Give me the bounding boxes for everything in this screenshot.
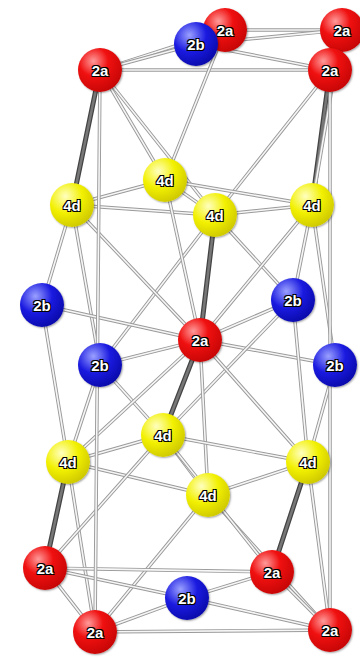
atom-sphere: 2b [271,278,315,322]
site-label: 2a [322,62,339,79]
site-label: 4d [199,487,217,504]
atom-sphere: 2b [174,22,218,66]
atom-sphere: 2a [73,610,117,654]
bond-line [311,484,327,608]
site-label: 4d [303,197,321,214]
site-label: 4d [59,454,77,471]
bond-line [288,588,315,615]
bond-line [208,603,308,625]
bond-line [75,386,93,441]
bond-line [67,573,166,594]
atom-sphere: 4d [50,183,94,227]
atom-sphere: 4d [46,440,90,484]
bond-line [114,87,202,198]
bond-line [116,606,167,625]
bond-line [93,186,144,200]
atom-sphere: 2a [178,318,222,362]
bond-line [237,207,290,212]
atom-sphere: 2a [23,546,67,590]
site-label: 2b [33,297,51,314]
bond-line [111,89,154,161]
site-label: 4d [299,454,317,471]
atom-sphere: 2b [20,283,64,327]
bond-line [203,237,213,318]
atom-sphere: 4d [186,473,230,517]
bond-line [178,316,277,419]
bond-line [171,361,192,415]
bond-line [201,362,207,473]
bond-line [183,193,197,203]
bond-line [48,226,65,284]
atom-sphere: 2a [250,550,294,594]
bond-line [89,467,186,490]
bond-line [76,227,96,344]
site-label: 2a [92,62,109,79]
site-label: 2a [37,560,54,577]
atom-sphere: 2b [165,576,209,620]
bond-line [215,356,294,445]
atom-sphere: 2a [78,48,122,92]
bond-line [46,327,65,441]
site-label: 2a [217,22,234,39]
site-label: 4d [63,197,81,214]
site-label: 2a [192,332,209,349]
bond-line [117,630,308,632]
bond-line [71,484,91,611]
bond-line [279,483,301,551]
bond-line [170,201,196,318]
atom-sphere: 2a [308,48,352,92]
bond-line [63,310,178,335]
atom-sphere: 2a [308,608,352,652]
atom-sphere: 2a [320,8,360,52]
atom-sphere: 4d [290,183,334,227]
bond-line [247,30,320,31]
bond-line [229,87,317,198]
site-label: 2a [334,22,351,39]
bond-line [94,207,193,214]
bond-line [208,578,251,591]
atom-sphere: 2b [78,343,122,387]
bond-line [314,386,329,441]
atom-sphere: 4d [286,440,330,484]
bond-line [295,322,306,440]
site-label: 2a [322,622,339,639]
bond-line [177,452,259,555]
atom-sphere: 2b [313,343,357,387]
bond-line [121,50,175,64]
site-label: 4d [154,427,172,444]
site-label: 2b [284,292,302,309]
atom-sphere: 4d [143,158,187,202]
site-label: 4d [156,172,174,189]
bond-line [59,585,82,614]
atom-sphere: 4d [141,413,185,457]
bond-line [229,469,287,488]
bond-line [173,50,217,159]
site-label: 2a [87,624,104,641]
bond-line [121,345,178,359]
bond-line [84,355,184,447]
site-label: 2b [91,357,109,374]
site-label: 2a [264,564,281,581]
bond-line [185,439,287,458]
site-label: 2b [178,590,196,607]
bond-line [87,221,185,324]
bond-line [50,483,64,546]
bond-line [122,70,308,71]
site-label: 2b [187,36,205,53]
bond-line [60,451,149,551]
site-label: 2b [326,357,344,374]
bond-line [297,227,307,279]
bond-line [76,92,95,184]
atom-sphere: 4d [193,193,237,237]
site-label: 4d [206,207,224,224]
